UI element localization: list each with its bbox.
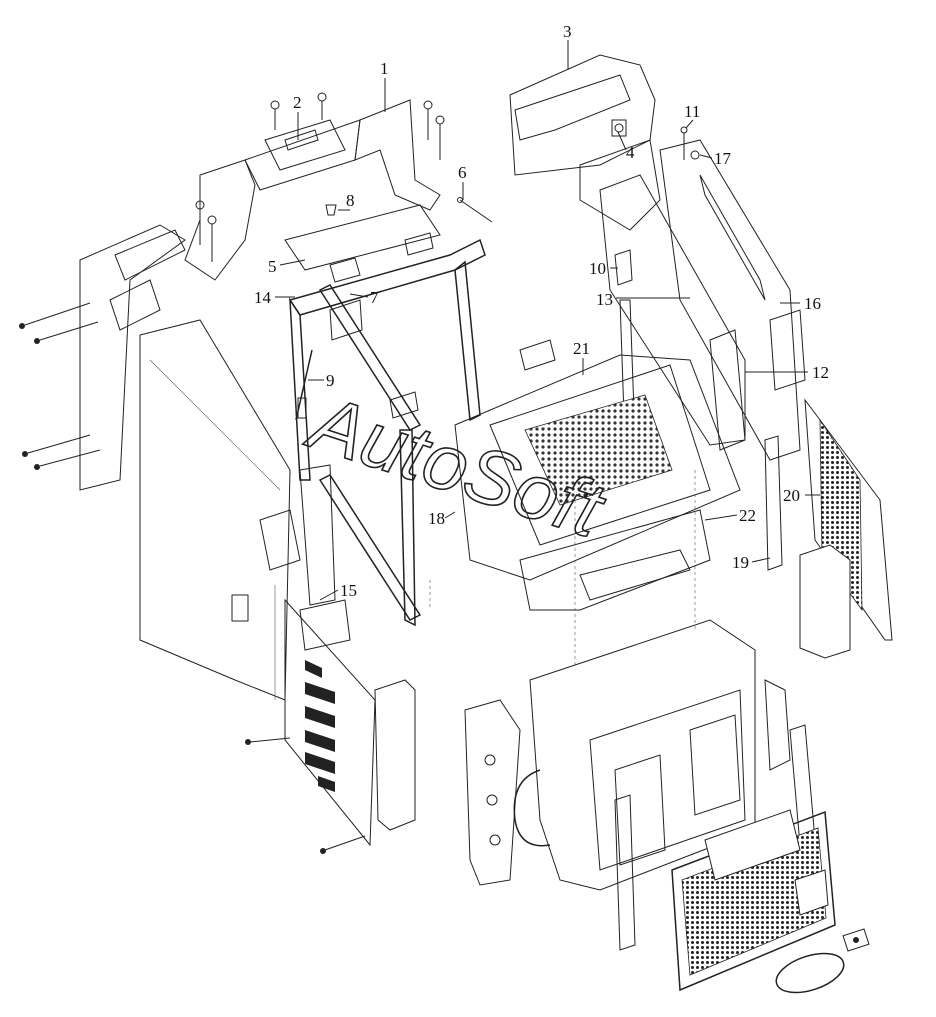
- part-5-top-plate: [284, 204, 441, 283]
- part-17-bracket: [690, 150, 700, 160]
- part-6-rod: [457, 197, 493, 223]
- callout-11: 11: [684, 102, 700, 121]
- callout-5: 5: [268, 257, 277, 276]
- part-1-roof-bracket: [184, 99, 441, 281]
- callout-19: 19: [732, 553, 749, 572]
- part-11-bolt: [680, 126, 688, 160]
- callout-4: 4: [626, 143, 635, 162]
- callout-8: 8: [346, 191, 355, 210]
- callout-13: 13: [596, 290, 613, 309]
- part-19-vertical-channel: [764, 435, 783, 571]
- callout-17: 17: [714, 149, 732, 168]
- callout-leaders: [275, 40, 820, 601]
- part-12-post: [709, 329, 746, 451]
- floor-front-lip: [519, 509, 711, 611]
- door-vent-slots: [305, 660, 335, 792]
- callout-14: 14: [254, 288, 272, 307]
- bolt-set-left: [19, 302, 101, 470]
- part-3-top-cover: [509, 54, 661, 231]
- callout-9: 9: [326, 371, 335, 390]
- callout-2: 2: [293, 93, 302, 112]
- part-8-knob: [325, 204, 337, 216]
- rear-emblem-oval: [775, 952, 845, 994]
- left-side-panel: [19, 224, 291, 701]
- rear-center-bar: [614, 794, 636, 951]
- callout-21: 21: [573, 339, 590, 358]
- rear-housing: [529, 619, 791, 891]
- part-15-left-door: [245, 585, 376, 854]
- rear-small-latch: [842, 928, 870, 952]
- part-16-right-frame: [659, 139, 806, 461]
- right-lower-box: [799, 544, 851, 659]
- callout-20: 20: [783, 486, 800, 505]
- watermark-text: AutoSoft: [297, 377, 616, 555]
- rear-grille: [671, 809, 836, 992]
- callout-10: 10: [589, 259, 606, 278]
- part-2-handle-plate: [195, 92, 445, 262]
- part-10-latch: [614, 249, 633, 286]
- callout-16: 16: [804, 294, 821, 313]
- callout-6: 6: [458, 163, 467, 182]
- left-side-box: [299, 599, 416, 831]
- callout-1: 1: [380, 59, 389, 78]
- watermark: AutoSoft: [296, 376, 616, 556]
- callout-18: 18: [428, 509, 445, 528]
- rear-handle: [513, 769, 551, 847]
- part-22-floor-plate: [454, 354, 741, 581]
- callout-labels: 1 2 3 4 5 6 7 8 9 10 11 12 13 14 15 16 1…: [254, 22, 829, 600]
- part-14-cab-frame: [288, 238, 556, 627]
- callout-12: 12: [812, 363, 829, 382]
- part-4-hinge-assembly: [611, 119, 627, 137]
- left-upright-post: [259, 464, 336, 606]
- callout-3: 3: [563, 22, 572, 41]
- part-9-gas-strut: [295, 349, 313, 421]
- rear-left-post: [464, 699, 521, 886]
- guide-lines: [429, 470, 696, 665]
- callout-15: 15: [340, 581, 357, 600]
- callout-22: 22: [739, 506, 756, 525]
- part-21-mesh-panel: [489, 364, 711, 546]
- callout-7: 7: [370, 288, 379, 307]
